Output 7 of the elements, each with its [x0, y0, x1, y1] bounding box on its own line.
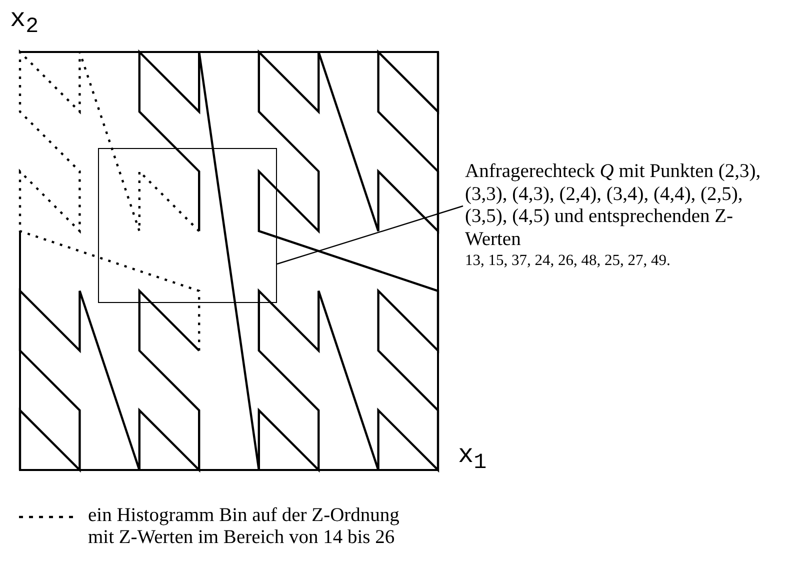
axis-label: x$_{1}$	[458, 440, 487, 476]
leader-line	[276, 205, 464, 265]
query-rectangle	[98, 148, 277, 303]
callout-text: Anfragerechteck Q mit Punkten (2,3), (3,3), (4,3), (2,4), (3,4), (4,4), (2,5), (3,5), (4,5) und entsprechenden Z-Werten	[465, 161, 762, 251]
axis-label: x$_{2}$	[10, 4, 39, 40]
z-values-text: 13, 15, 37, 24, 26, 48, 25, 27, 49.	[465, 251, 672, 271]
legend-text: ein Histogramm Bin auf der Z-Ordnung mit Z-Werten im Bereich von 14 bis 26	[88, 505, 400, 549]
